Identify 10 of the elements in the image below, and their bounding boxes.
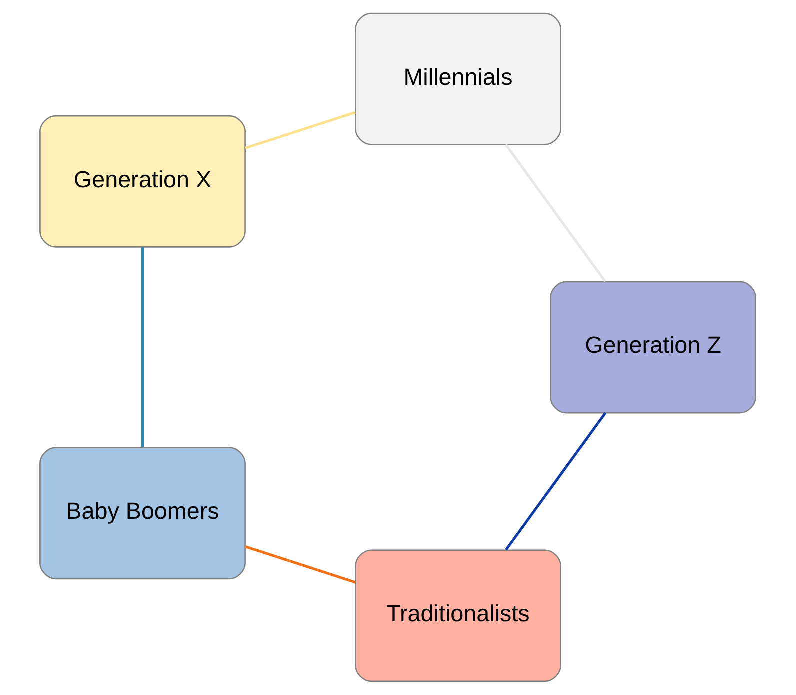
connector bbox=[504, 144, 606, 282]
node-box: Millennials bbox=[355, 12, 562, 146]
connector bbox=[141, 247, 144, 448]
node-box: Generation Z bbox=[550, 281, 756, 414]
connector bbox=[245, 111, 356, 150]
connector bbox=[245, 546, 356, 584]
node-box: Baby Boomers bbox=[40, 447, 246, 580]
node-box: Generation X bbox=[40, 115, 246, 248]
connector bbox=[505, 412, 607, 551]
node-box: Traditionalists bbox=[355, 550, 562, 682]
